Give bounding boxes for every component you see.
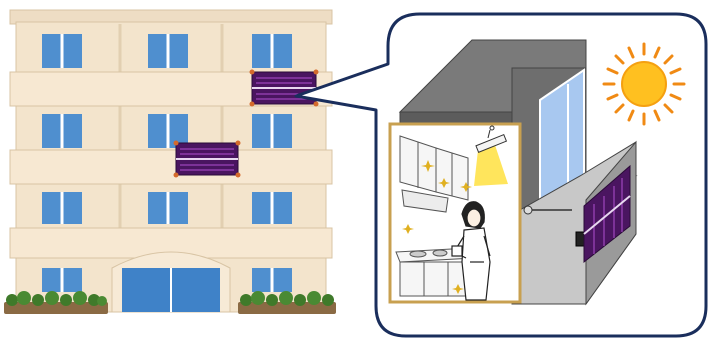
window-row-1 [42,34,292,68]
apartment-building [4,10,336,314]
pan [433,250,447,256]
window-row-3 [42,192,292,224]
shrub-left [4,291,108,314]
window-row-2 [42,114,292,148]
pot [410,251,426,257]
solar-panel-icon [250,70,319,107]
solar-panel-icon [174,141,241,178]
balcony-floor-2 [10,150,332,184]
kitchen-interior-inset [390,124,520,302]
